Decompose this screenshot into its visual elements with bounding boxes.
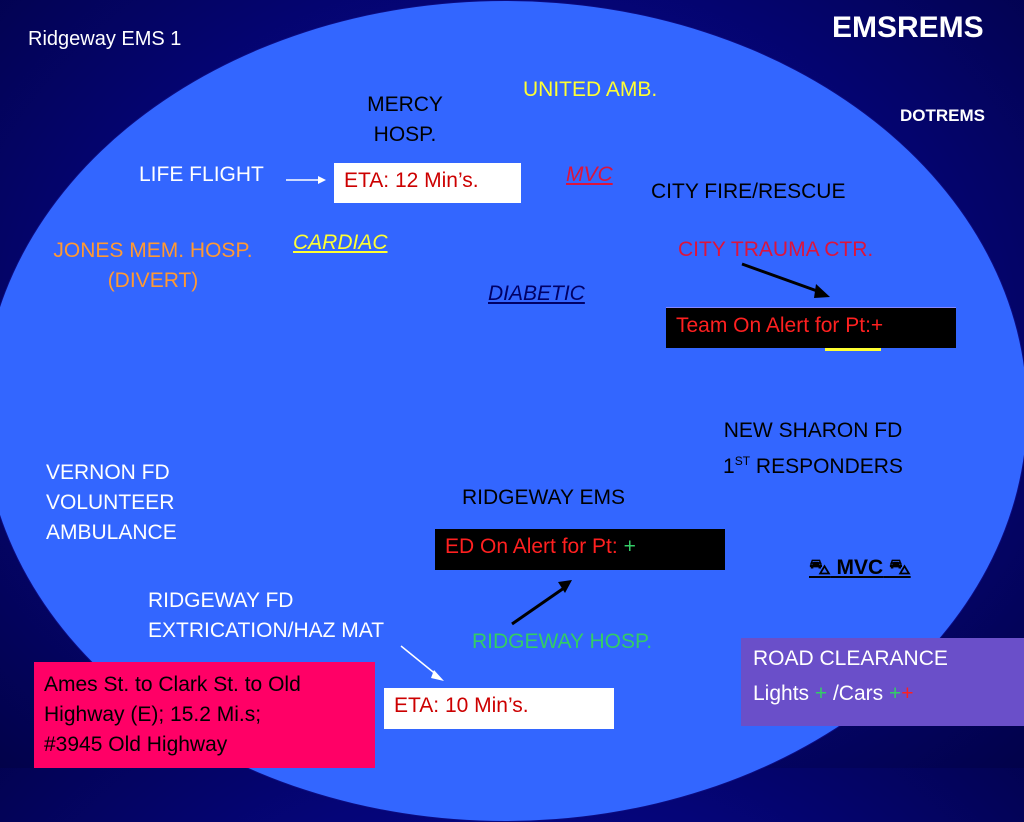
diabetic-label[interactable]: DIABETIC <box>488 282 585 305</box>
new-sharon-label: NEW SHARON FD 1ST RESPONDERS <box>723 419 903 478</box>
eta-ridgeway-arrow-icon <box>400 645 444 681</box>
city-trauma-label: CITY TRAUMA CTR. <box>678 238 874 261</box>
united-amb-label: UNITED AMB. <box>523 78 658 101</box>
life-flight-label: LIFE FLIGHT <box>139 163 264 186</box>
ed-arrow-icon <box>511 580 572 626</box>
eta-ridgeway-box: ETA: 10 Min’s. <box>384 688 614 729</box>
trauma-arrow-icon <box>741 262 830 298</box>
ridgeway-hosp-label: RIDGEWAY HOSP. <box>472 630 653 653</box>
city-fire-label: CITY FIRE/RESCUE <box>651 180 846 203</box>
page-title: EMSREMS <box>832 11 984 44</box>
team-alert-underline <box>825 348 881 351</box>
jones-hosp-label: JONES MEM. HOSP.(DIVERT) <box>53 239 253 292</box>
mvc-badge: ⛍ MVC ⛍ <box>809 556 911 579</box>
mvc-label[interactable]: MVC <box>566 163 613 186</box>
slide-label: Ridgeway EMS 1 <box>28 28 182 50</box>
eta-life-flight-box: ETA: 12 Min’s. <box>334 163 521 203</box>
cardiac-label[interactable]: CARDIAC <box>293 231 388 254</box>
life-flight-arrow-icon <box>286 176 326 184</box>
team-alert-box: Team On Alert for Pt:+ <box>666 307 956 348</box>
ed-alert-box: ED On Alert for Pt: + <box>435 529 725 570</box>
ambulance-icon: ⛍ <box>809 556 831 579</box>
ambulance-icon: ⛍ <box>889 556 911 579</box>
road-clearance-box: ROAD CLEARANCE Lights + /Cars ++ <box>741 638 1024 726</box>
page-subtitle: DOTREMS <box>900 106 985 125</box>
ridgeway-ems-label: RIDGEWAY EMS <box>462 486 625 509</box>
